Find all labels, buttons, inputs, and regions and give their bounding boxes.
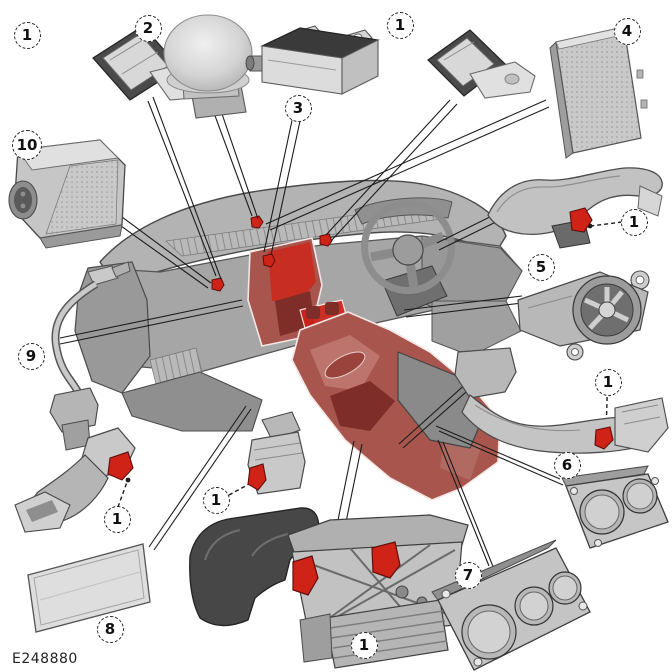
module-with-connector-left	[9, 140, 125, 248]
dash-lower-left	[122, 372, 262, 431]
figure-code: E248880	[12, 651, 78, 667]
crossmember-bracket	[288, 515, 468, 668]
instrument-panel-assembly	[75, 181, 522, 500]
steering-wheel	[362, 201, 454, 293]
demister-duct-left	[15, 428, 135, 532]
flat-module-plate	[550, 27, 647, 158]
upper-right-duct	[488, 168, 662, 248]
sensor-with-bracket-top-right	[428, 30, 535, 98]
hvac-control-rear	[562, 466, 668, 548]
dash-mounting-clips-highlight	[212, 216, 332, 291]
small-bracket-duct	[248, 412, 305, 494]
sunload-sensor-dome	[164, 15, 252, 118]
dash-right-kick	[432, 301, 521, 356]
aspirator-blower	[518, 271, 649, 360]
floor-duct-right	[455, 348, 668, 453]
insulator-panel	[28, 544, 150, 632]
wiring-cable	[50, 262, 130, 450]
module-box-top-center	[246, 26, 378, 94]
